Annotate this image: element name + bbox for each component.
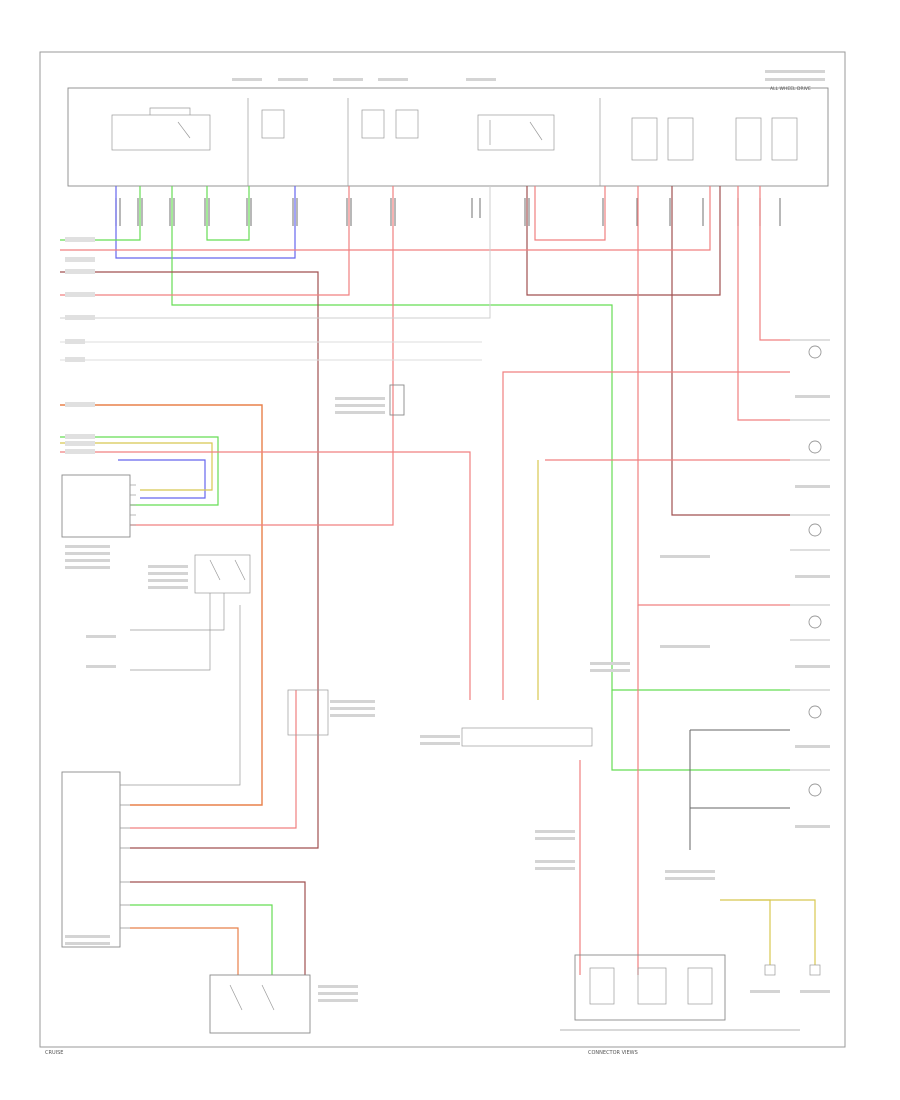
cruise-switch-box	[61, 474, 131, 538]
wire-red-3	[130, 186, 394, 526]
footer-center-label: CONNECTOR VIEWS	[588, 1050, 638, 1056]
corner-title: ALL WHEEL DRIVE	[770, 86, 811, 92]
wire-red-1	[60, 186, 711, 251]
wire-blue-2	[118, 459, 206, 499]
bottom-relay-box	[574, 954, 726, 1021]
wire-yellow-1	[60, 442, 213, 491]
control-module-box	[67, 87, 829, 187]
cruise-control-module	[61, 771, 121, 948]
wire-orange-1	[60, 404, 263, 806]
footer-left-label: CRUISE	[45, 1050, 63, 1056]
left-pin-labels	[65, 237, 95, 454]
wire-green-2	[206, 186, 250, 241]
wire-darkred-1	[60, 271, 319, 849]
left-relay	[194, 554, 251, 594]
module-switch-2	[477, 114, 555, 151]
brake-switch-box	[209, 974, 311, 1034]
wire-green-3	[171, 186, 790, 691]
module-connector-pins	[115, 198, 781, 226]
middle-connector	[461, 727, 593, 747]
wire-red-2	[60, 186, 350, 296]
splice-box-middle	[389, 384, 405, 416]
wire-blue-1	[115, 186, 296, 259]
wire-green-1	[60, 186, 141, 241]
label-blocks	[65, 70, 830, 1002]
diagram-frame	[39, 51, 846, 1048]
wire-green-5	[60, 436, 219, 506]
wire-green-4	[611, 690, 790, 771]
lamp-symbols	[808, 345, 822, 797]
module-switch-1	[111, 114, 211, 151]
